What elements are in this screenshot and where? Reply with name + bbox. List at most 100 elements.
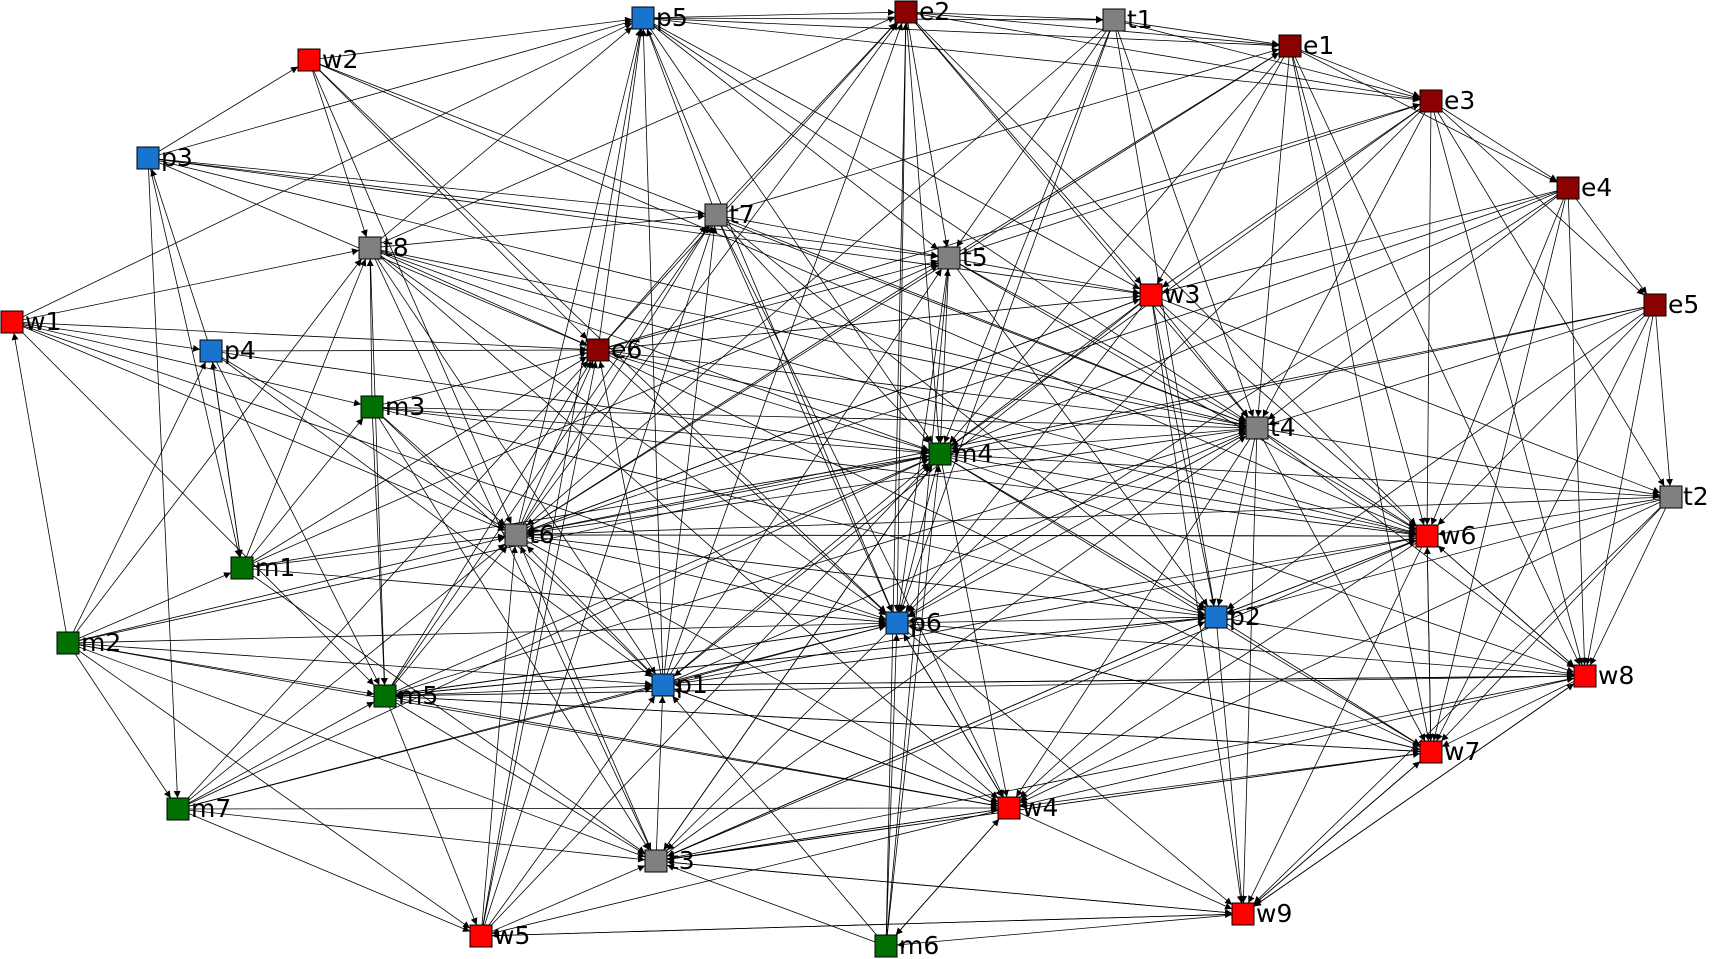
edge-w8-w6: [1437, 545, 1586, 677]
node-box-t4[interactable]: [1245, 416, 1269, 440]
edge-e6-t5: [597, 259, 939, 351]
node-w1[interactable]: w1: [0, 307, 61, 336]
node-box-t2[interactable]: [1659, 485, 1683, 509]
node-t1[interactable]: t1: [1102, 5, 1153, 34]
node-m7[interactable]: m7: [166, 794, 231, 823]
node-box-t7[interactable]: [704, 203, 728, 227]
node-box-w2[interactable]: [297, 48, 321, 72]
edge-p2-t3: [666, 616, 1217, 857]
node-t7[interactable]: t7: [704, 200, 755, 229]
node-box-t8[interactable]: [358, 236, 382, 260]
node-p5[interactable]: p5: [631, 3, 688, 32]
edge-m2-p1: [67, 642, 653, 688]
node-box-e5[interactable]: [1643, 293, 1667, 317]
node-box-e6[interactable]: [586, 338, 610, 362]
node-t3[interactable]: t3: [644, 846, 695, 875]
node-box-e4[interactable]: [1556, 176, 1580, 200]
node-t4[interactable]: t4: [1245, 413, 1296, 442]
node-box-p5[interactable]: [631, 6, 655, 30]
edge-t5-w6: [948, 257, 1417, 530]
node-box-e1[interactable]: [1278, 34, 1302, 58]
node-w8[interactable]: w8: [1573, 661, 1634, 690]
node-t8[interactable]: t8: [358, 233, 409, 262]
node-box-t3[interactable]: [644, 849, 668, 873]
edge-t7-t4: [715, 214, 1247, 425]
node-box-p4[interactable]: [199, 339, 223, 363]
node-box-p6[interactable]: [885, 611, 909, 635]
node-box-w1[interactable]: [0, 310, 24, 334]
node-box-t5[interactable]: [937, 246, 961, 270]
edge-w7-p6: [907, 623, 1432, 753]
node-w9[interactable]: w9: [1231, 899, 1292, 928]
edge-p4-m4: [210, 350, 930, 455]
edge-p3-p5: [147, 19, 633, 159]
edge-p2-m5: [395, 616, 1217, 698]
edge-w4-w9: [1008, 807, 1233, 910]
edge-m7-t6: [177, 543, 506, 810]
edge-e2-e3: [905, 11, 1421, 102]
node-box-w6[interactable]: [1415, 524, 1439, 548]
node-m1[interactable]: m1: [230, 553, 295, 582]
node-w2[interactable]: w2: [297, 45, 358, 74]
edge-w4-p1: [673, 687, 1010, 809]
edge-e6-m4: [597, 349, 930, 452]
node-label-e1: e1: [1303, 31, 1334, 60]
node-m5[interactable]: m5: [373, 681, 438, 710]
node-p6[interactable]: p6: [885, 608, 942, 637]
node-e1[interactable]: e1: [1278, 31, 1334, 60]
node-box-p2[interactable]: [1204, 605, 1228, 629]
edge-p6-m5: [395, 622, 898, 697]
node-box-t6[interactable]: [504, 523, 528, 547]
node-box-w3[interactable]: [1139, 283, 1163, 307]
node-w7[interactable]: w7: [1419, 737, 1480, 766]
node-w3[interactable]: w3: [1139, 280, 1200, 309]
node-label-t6: t6: [529, 520, 555, 549]
node-box-w5[interactable]: [469, 924, 493, 948]
node-e2[interactable]: e2: [894, 0, 950, 26]
node-label-e2: e2: [919, 0, 950, 26]
edge-t7-p6: [715, 214, 893, 613]
node-p3[interactable]: p3: [136, 143, 193, 172]
node-w5[interactable]: w5: [469, 921, 530, 950]
node-box-w8[interactable]: [1573, 664, 1597, 688]
edge-p2-w9: [1215, 616, 1245, 904]
node-w6[interactable]: w6: [1415, 521, 1476, 550]
node-box-m3[interactable]: [360, 395, 384, 419]
node-t2[interactable]: t2: [1659, 482, 1709, 511]
node-t5[interactable]: t5: [937, 243, 988, 272]
node-p4[interactable]: p4: [199, 336, 256, 365]
node-box-m7[interactable]: [166, 797, 190, 821]
node-p1[interactable]: p1: [651, 670, 708, 699]
node-box-t1[interactable]: [1102, 8, 1126, 32]
node-box-m1[interactable]: [230, 556, 254, 580]
node-t6[interactable]: t6: [504, 520, 555, 549]
node-box-w4[interactable]: [997, 796, 1021, 820]
node-box-w9[interactable]: [1231, 902, 1255, 926]
edge-e4-t4: [1267, 187, 1569, 420]
edge-w1-m5: [11, 321, 375, 686]
node-m6[interactable]: m6: [874, 931, 939, 959]
edge-m1-p4: [210, 361, 243, 569]
node-box-m2[interactable]: [56, 631, 80, 655]
node-e5[interactable]: e5: [1643, 290, 1699, 319]
node-m2[interactable]: m2: [56, 628, 121, 657]
node-box-p1[interactable]: [651, 673, 675, 697]
node-box-m4[interactable]: [928, 442, 952, 466]
node-e6[interactable]: e6: [586, 335, 642, 364]
node-p2[interactable]: p2: [1204, 602, 1261, 631]
node-m4[interactable]: m4: [928, 439, 993, 468]
node-box-e3[interactable]: [1419, 89, 1443, 113]
edge-w5-p1: [480, 695, 656, 937]
node-w4[interactable]: w4: [997, 793, 1058, 822]
edge-m2-w4: [67, 642, 999, 809]
node-e3[interactable]: e3: [1419, 86, 1475, 115]
node-box-m6[interactable]: [874, 934, 898, 958]
edge-t7-w4: [715, 214, 1004, 798]
node-box-p3[interactable]: [136, 146, 160, 170]
node-box-e2[interactable]: [894, 0, 918, 24]
node-m3[interactable]: m3: [360, 392, 425, 421]
node-box-w7[interactable]: [1419, 740, 1443, 764]
node-box-m5[interactable]: [373, 684, 397, 708]
edge-e2-w6: [905, 11, 1417, 526]
node-e4[interactable]: e4: [1556, 173, 1612, 202]
